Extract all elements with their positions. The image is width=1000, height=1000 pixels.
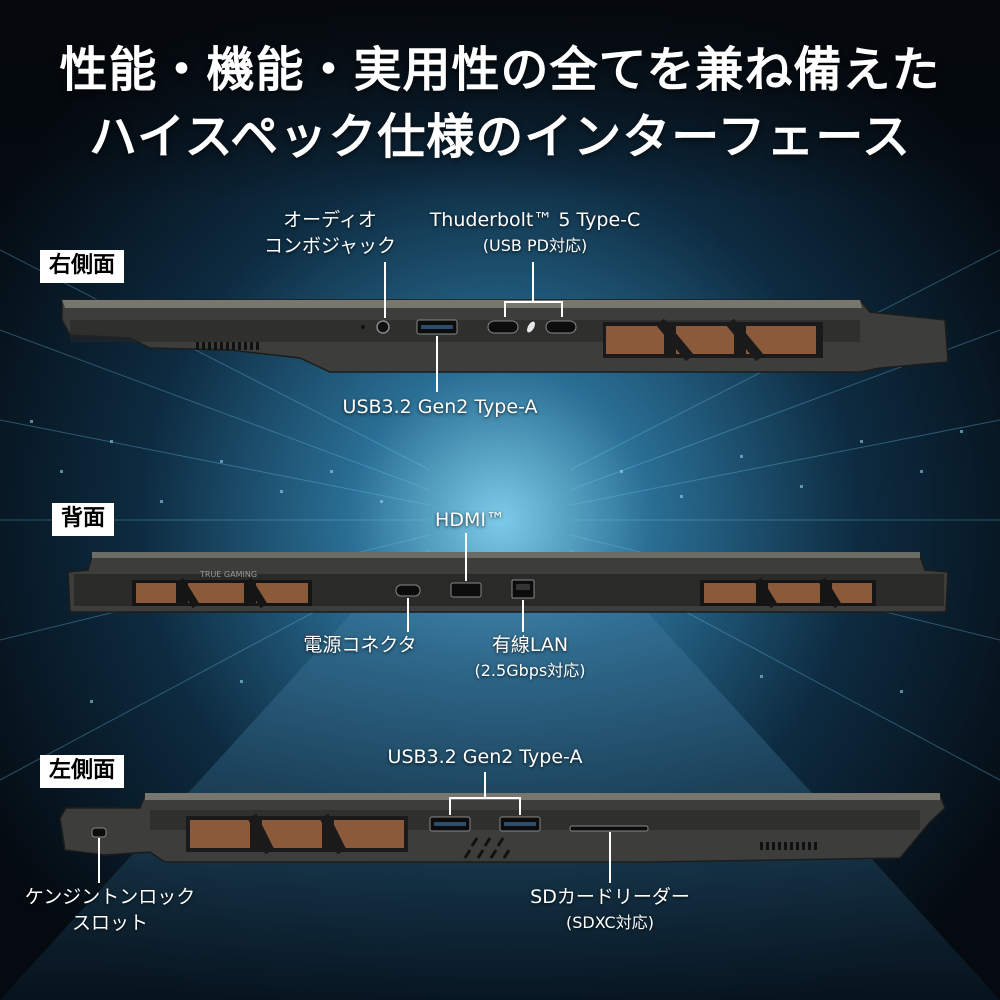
power-connector-label: 電源コネクタ: [303, 634, 417, 656]
sd-card-slot: [569, 825, 649, 832]
kensington-lock-label-1: ケンジントンロック: [24, 886, 196, 908]
kensington-lock-slot: [91, 827, 107, 838]
thunderbolt-label: Thuderbolt™ 5 Type-C: [429, 209, 641, 231]
thunderbolt-port-2: [545, 320, 577, 334]
headline-line-2: ハイスペック仕様のインターフェース: [89, 109, 911, 165]
headline-line-1: 性能・機能・実用性の全てを兼ね備えた: [59, 42, 941, 98]
kensington-lock-label-2: スロット: [71, 912, 148, 934]
sd-reader-label: SDカードリーダー: [530, 886, 690, 908]
thunderbolt-port-1: [487, 320, 519, 334]
power-connector-port: [395, 584, 421, 597]
back-side-tag: 背面: [52, 503, 115, 536]
lan-label: 有線LAN: [491, 634, 569, 656]
right-side-tag: 右側面: [40, 250, 125, 283]
lan-sublabel: (2.5Gbps対応): [474, 661, 586, 680]
left-side-tag: 左側面: [40, 755, 125, 788]
true-gaming-engraving: TRUE GAMING: [199, 570, 257, 579]
audio-jack-port: [376, 320, 390, 334]
hdmi-label: HDMI™: [435, 509, 505, 531]
audio-jack-label-2: コンボジャック: [263, 235, 397, 257]
thunderbolt-sublabel: (USB PD対応): [482, 236, 588, 255]
audio-jack-label-1: オーディオ: [283, 209, 377, 231]
left-usb-label: USB3.2 Gen2 Type-A: [387, 746, 583, 768]
hdmi-port: [450, 582, 482, 598]
sd-reader-sublabel: (SDXC対応): [566, 913, 654, 932]
right-usb-label: USB3.2 Gen2 Type-A: [342, 396, 538, 418]
